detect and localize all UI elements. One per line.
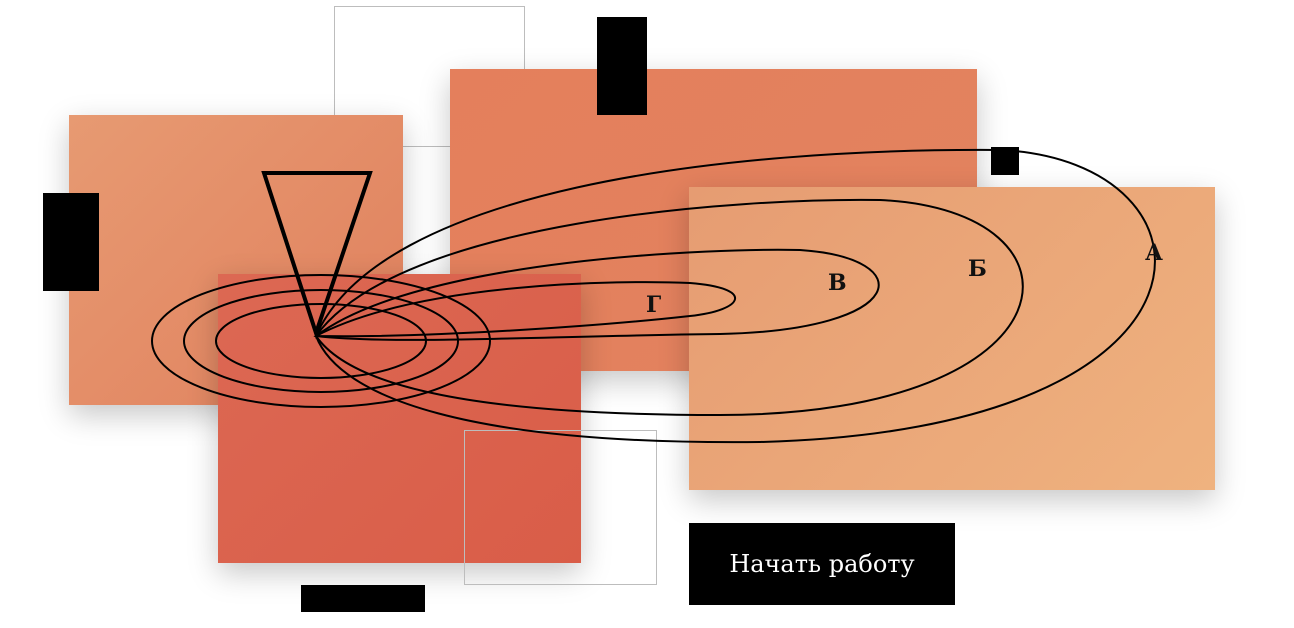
outline-frame-bottom bbox=[464, 430, 657, 585]
black-block-top bbox=[597, 17, 647, 115]
black-square-small bbox=[991, 147, 1019, 175]
black-block-left bbox=[43, 193, 99, 291]
black-bar-bottom bbox=[301, 585, 425, 612]
decorative-panel-right bbox=[689, 187, 1215, 490]
start-work-button[interactable]: Начать работу bbox=[689, 523, 955, 605]
